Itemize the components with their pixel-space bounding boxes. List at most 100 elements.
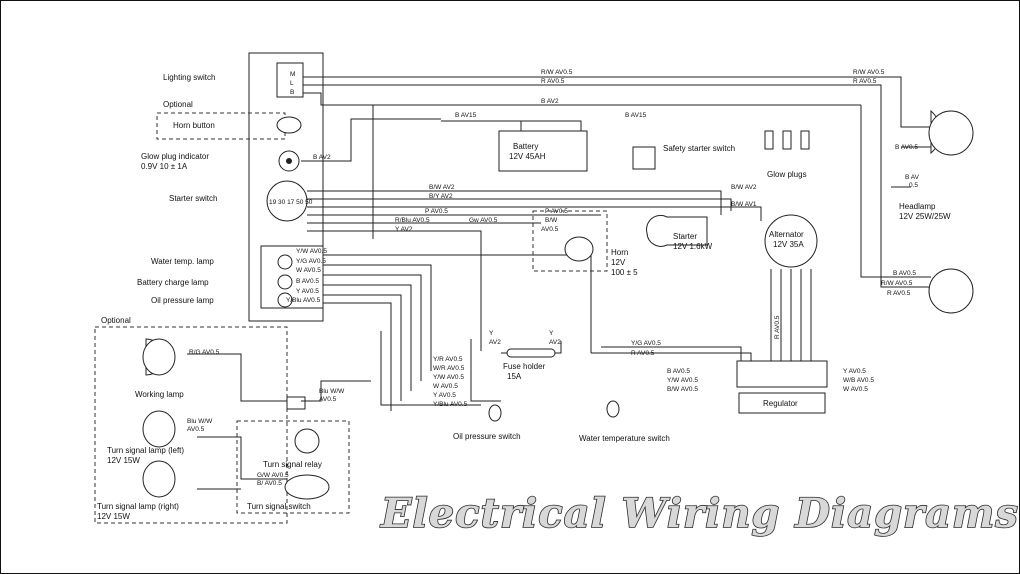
battery-symbol [498, 130, 588, 172]
turn-signal-switch-label: Turn signal switch [247, 502, 311, 511]
optional-label-2: Optional [101, 316, 131, 325]
glow-plugs-label: Glow plugs [767, 170, 807, 179]
wire-yw-label: Y/W AV0.5 [296, 248, 327, 255]
wire-bw-av2-right: B/W AV2 [731, 184, 757, 191]
wire-bundle [187, 76, 931, 490]
wire-yr: Y/R AV0.5 [433, 356, 463, 363]
regulator-label: Regulator [763, 399, 798, 408]
alternator-symbol [764, 214, 818, 268]
wire-av2-right: AV2 [549, 339, 561, 346]
horn-label: Horn [611, 248, 628, 257]
regulator-symbol [738, 392, 826, 414]
wire-y-label: Y AV0.5 [296, 288, 319, 295]
headlamp-bottom-symbol [928, 268, 974, 314]
starter-label: Starter [673, 232, 697, 241]
wire-b05-hl: 0.5 [909, 182, 918, 189]
wire-bw-av1: B/W AV1 [731, 201, 757, 208]
wire-bluww-gauge: AV0.5 [319, 396, 337, 403]
lighting-switch-box [276, 62, 304, 98]
wire-w-b: W AV0.5 [433, 383, 458, 390]
wire-gw-relay: G/W AV0.5 [257, 472, 289, 479]
horn-button-symbol [276, 116, 302, 134]
wire-b-hl: B AV0.5 [895, 144, 918, 151]
headlamp-top-symbol [928, 110, 974, 156]
optional-label-1: Optional [163, 100, 193, 109]
water-temperature-switch-label: Water temperature switch [579, 434, 670, 443]
wire-wb-reg: W/B AV0.5 [843, 377, 874, 384]
horn-rating-1: 12V [611, 258, 626, 267]
wire-r-hl: R AV0.5 [887, 290, 911, 297]
wire-rg-label: R/G AV0.5 [189, 349, 220, 356]
wire-yblu-b: Y/Blu AV0.5 [433, 401, 468, 408]
wire-b-av15-a: B AV15 [455, 112, 477, 119]
alternator-rating: 12V 35A [773, 240, 804, 249]
wire-b-av2-top: B AV2 [541, 98, 559, 105]
wire-y-av2: Y AV2 [395, 226, 413, 233]
fuse-holder-label: Fuse holder [503, 362, 546, 371]
turn-signal-right-symbol [142, 460, 176, 498]
battery-label: Battery [513, 142, 538, 151]
wire-rw-right: R/W AV0.5 [853, 69, 885, 76]
battery-rating: 12V 45AH [509, 152, 546, 161]
horn-button-label: Horn button [173, 121, 215, 130]
glow-plug-indicator-dot [286, 158, 292, 164]
fuse-rating: 15A [507, 372, 522, 381]
wire-gw: Gw AV0.5 [469, 217, 498, 224]
battery-charge-lamp-symbol [277, 274, 293, 290]
switch-l-label: L [290, 80, 294, 87]
turn-signal-relay-symbol [294, 428, 320, 454]
wire-b-av-hl: B AV [905, 174, 920, 181]
wire-by-av2: B/Y AV2 [429, 193, 453, 200]
fuse-holder-symbol [506, 348, 556, 358]
wire-yw-reg: Y/W AV0.5 [667, 377, 698, 384]
wire-r-reg: R AV0.5 [631, 350, 655, 357]
horn-rating-2: 100 ± 5 [611, 268, 638, 277]
battery-charge-lamp-label: Battery charge lamp [137, 278, 209, 287]
starter-switch-symbol [266, 180, 308, 222]
horn-box [532, 210, 608, 272]
lighting-switch-label: Lighting switch [163, 73, 215, 82]
starter-switch-terminals: 19 30 17 50 50 [269, 199, 313, 206]
starter-rating: 12V 1.6kW [673, 242, 713, 251]
wire-b-av2-glow: B AV2 [313, 154, 331, 161]
wire-r-top: R AV0.5 [541, 78, 565, 85]
wire-b-relay: B/ AV0.5 [257, 480, 282, 487]
wire-r-vert: R AV0.5 [774, 315, 781, 339]
headlamp-label: Headlamp [899, 202, 936, 211]
safety-starter-switch-label: Safety starter switch [663, 144, 735, 153]
glow-plugs-symbol [764, 130, 810, 150]
wire-bw-small: B/W [545, 217, 558, 224]
oil-pressure-lamp-symbol [277, 292, 293, 308]
wire-y-b: Y AV0.5 [433, 392, 456, 399]
wire-b-reg: B AV0.5 [667, 368, 690, 375]
page-title: Electrical Wiring Diagrams [380, 490, 1019, 537]
working-lamp-label: Working lamp [135, 390, 184, 399]
working-lamp-lens [142, 338, 176, 376]
wire-bw-reg: B/W AV0.5 [667, 386, 698, 393]
wire-bluww: Blu W/W [319, 388, 345, 395]
alternator-label: Alternator [769, 230, 804, 239]
turn-signal-left-rating: 12V 15W [107, 456, 140, 465]
water-temp-lamp-label: Water temp. lamp [151, 257, 214, 266]
wire-w-label: W AV0.5 [296, 267, 321, 274]
wire-yblu-label: Y/Blu AV0.5 [286, 297, 321, 304]
wire-rw-top: R/W AV0.5 [541, 69, 573, 76]
wire-yg-label: Y/G AV0.5 [296, 258, 326, 265]
oil-pressure-switch-label: Oil pressure switch [453, 432, 521, 441]
turn-signal-relay-label: Turn signal relay [263, 460, 322, 469]
starter-switch-label: Starter switch [169, 194, 217, 203]
connector-bluww [286, 396, 306, 410]
glow-plug-indicator-label: Glow plug indicator [141, 152, 209, 161]
turn-signal-switch-symbol [284, 474, 330, 500]
wire-y-reg: Y AV0.5 [843, 368, 866, 375]
turn-signal-left-symbol [142, 410, 176, 448]
wire-rw-hl: R/W AV0.5 [881, 280, 913, 287]
glow-plug-rating: 0.9V 10 ± 1A [141, 162, 188, 171]
water-temperature-switch-symbol [606, 400, 620, 418]
switch-m-label: M [290, 71, 295, 78]
optional-lamps-box [94, 326, 288, 524]
wire-rblu: R/Blu AV0.5 [395, 217, 430, 224]
wire-b-hl2: B AV0.5 [893, 270, 916, 277]
wire-y-right: Y [549, 330, 554, 337]
